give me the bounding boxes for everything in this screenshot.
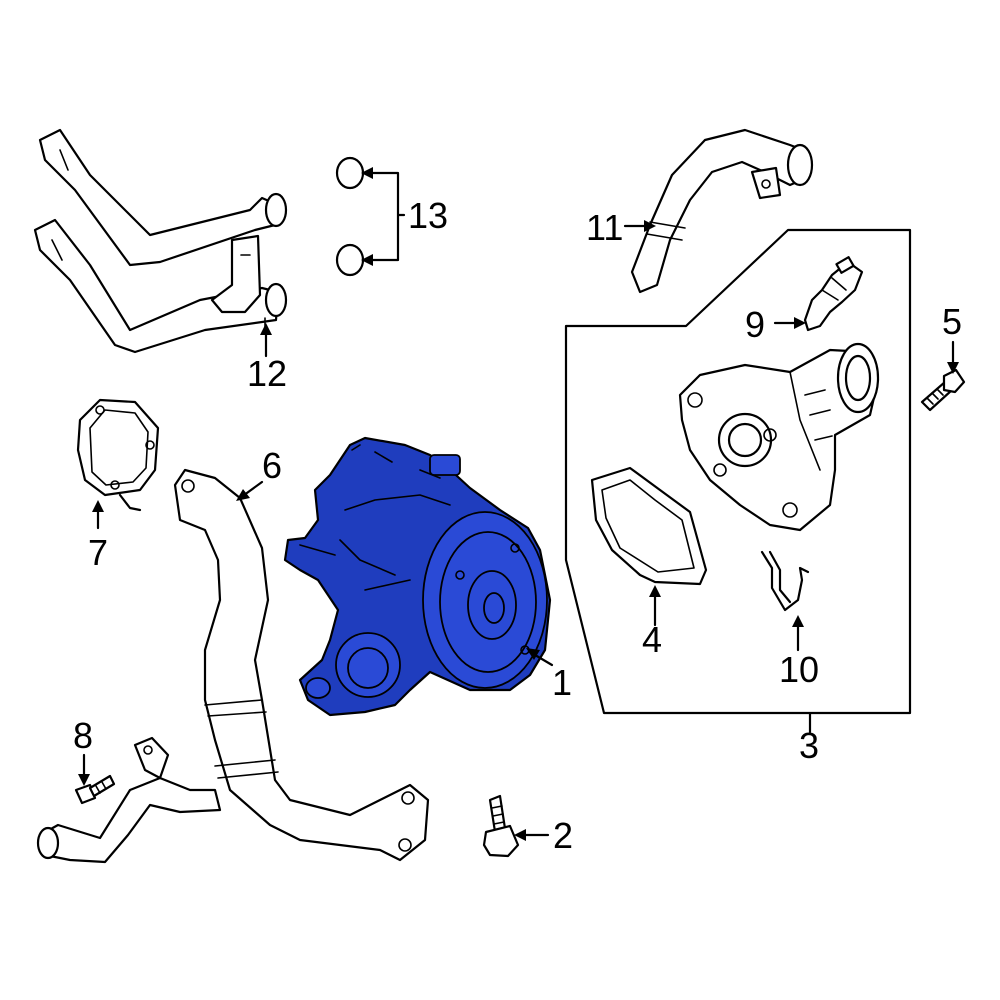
water-pump-highlighted[interactable] [283,436,552,717]
callout-10: 10 [779,649,819,690]
callout-12: 12 [247,353,287,394]
tube-bolt[interactable] [74,774,116,805]
thermostat-gasket[interactable] [590,466,708,586]
water-pump-gasket[interactable] [76,398,160,512]
callout-13: 13 [408,195,448,236]
callout-5: 5 [942,301,962,342]
callout-1: 1 [552,662,572,703]
callout-8: 8 [73,715,93,756]
leader-lines [78,167,959,841]
callout-3: 3 [799,725,819,766]
heater-tube-assembly[interactable] [33,128,288,354]
callout-2: 2 [553,815,573,856]
callout-labels: 1 2 3 4 5 6 7 8 9 10 11 12 13 [73,195,962,856]
retaining-clip[interactable] [760,550,810,612]
o-ring-pair[interactable] [335,156,365,277]
housing-bolt[interactable] [920,368,966,412]
pump-bolt[interactable] [482,794,520,858]
thermostat-housing[interactable] [678,342,880,532]
thermostat-group-frame [564,228,912,715]
temperature-sensor[interactable] [803,256,864,332]
upper-coolant-hose[interactable] [630,128,814,294]
callout-7: 7 [88,532,108,573]
callout-11: 11 [586,207,623,248]
callout-6: 6 [262,445,282,486]
coolant-outlet-tube[interactable] [36,468,430,864]
callout-4: 4 [642,619,662,660]
callout-9: 9 [745,304,765,345]
